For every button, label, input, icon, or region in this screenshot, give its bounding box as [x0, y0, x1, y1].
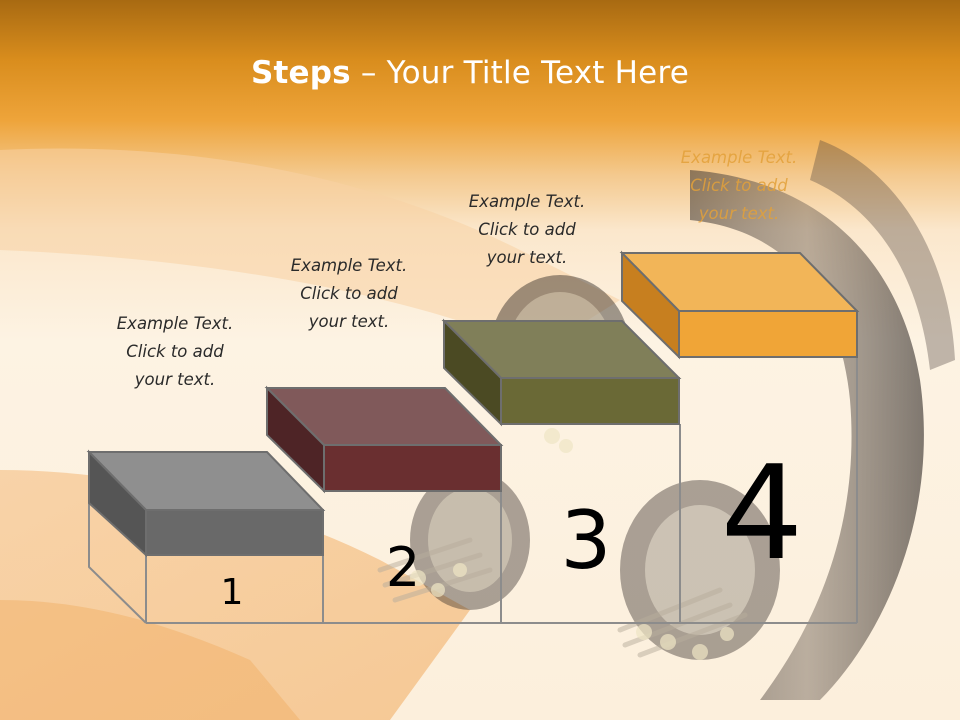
step-2-caption[interactable]: Example Text. Click to add your text.: [264, 252, 434, 336]
step-2-caption-line: Example Text.: [290, 256, 408, 275]
step-3-caption-line: Click to add: [478, 220, 576, 239]
step-3-block[interactable]: [441, 318, 682, 427]
title-rest: – Your Title Text Here: [350, 55, 689, 91]
step-4-caption[interactable]: Example Text. Click to add your text.: [654, 144, 824, 228]
title-bold: Steps: [250, 55, 351, 91]
step-4-number: 4: [721, 437, 804, 589]
step-3-caption-line: Example Text.: [468, 192, 586, 211]
step-3-number: 3: [561, 494, 612, 587]
step-2-caption-line: your text.: [308, 312, 390, 331]
steps-outline: [88, 357, 858, 624]
step-1-caption-line: your text.: [134, 370, 216, 389]
step-3-caption[interactable]: Example Text. Click to add your text.: [442, 188, 612, 272]
step-4-caption-line: Example Text.: [680, 148, 798, 167]
step-2-number: 2: [386, 536, 420, 599]
step-1-caption-line: Example Text.: [116, 314, 234, 333]
step-1-number: 1: [221, 572, 244, 613]
page-title: Steps – Your Title Text Here: [0, 55, 940, 91]
step-2-caption-line: Click to add: [300, 284, 398, 303]
step-1-caption-line: Click to add: [126, 342, 224, 361]
step-2-block[interactable]: [264, 385, 504, 494]
step-4-caption-line: your text.: [698, 204, 780, 223]
step-1-caption[interactable]: Example Text. Click to add your text.: [90, 310, 260, 394]
step-4-caption-line: Click to add: [690, 176, 788, 195]
step-4-block[interactable]: [619, 250, 860, 360]
step-1-block[interactable]: [86, 449, 326, 558]
step-3-caption-line: your text.: [486, 248, 568, 267]
